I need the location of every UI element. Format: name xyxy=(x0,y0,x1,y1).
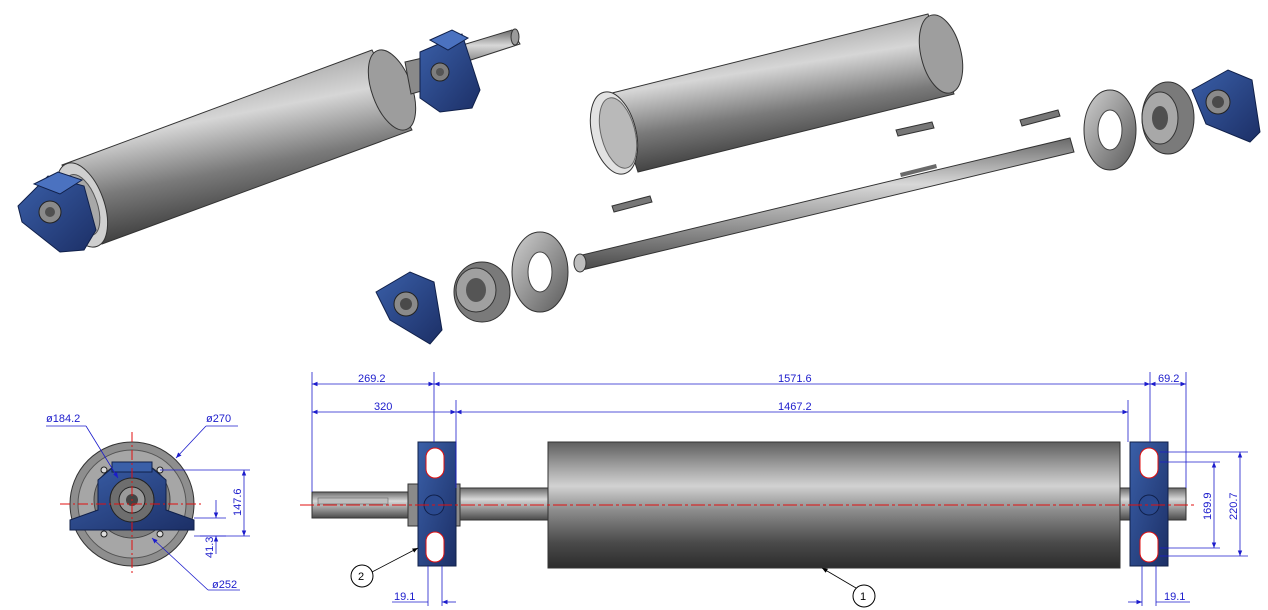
dim-face-width: 1467.2 xyxy=(778,401,812,413)
balloon-bearing: 2 xyxy=(350,547,419,588)
side-view: ø184.2 ø270 ø252 147.6 41.3 xyxy=(46,413,250,591)
bearing-housing-right-iso xyxy=(419,29,481,113)
dim-center-height: 147.6 xyxy=(232,488,244,516)
dim-hub-diameter: ø184.2 xyxy=(46,413,80,425)
dim-overall-left: 269.2 xyxy=(358,373,386,385)
dim-shaft-left: 320 xyxy=(374,401,392,413)
bearing-housing-right-exploded xyxy=(1191,69,1261,143)
dim-bearing-width-right: 19.1 xyxy=(1164,591,1185,603)
bearing-housing-left-front xyxy=(417,441,457,567)
dim-bolt-spacing: 169.9 xyxy=(1202,492,1214,520)
end-disc-left-exploded xyxy=(511,231,569,313)
assembled-pulley-isometric xyxy=(17,28,521,253)
dim-disc-diameter: ø270 xyxy=(206,413,231,425)
hub-left-exploded xyxy=(453,261,511,323)
balloon-shell-label: 1 xyxy=(860,591,866,603)
shaft-exploded xyxy=(573,137,1075,273)
bearing-housing-right-front xyxy=(1129,441,1169,567)
shell-tube-exploded xyxy=(589,13,964,175)
dim-base-height: 41.3 xyxy=(204,537,216,558)
dim-overall-right: 69.2 xyxy=(1158,373,1179,385)
balloon-shell: 1 xyxy=(821,567,876,608)
front-view: 269.2 1571.6 69.2 320 1467.2 19.1 19.1 1… xyxy=(300,372,1248,608)
exploded-view xyxy=(375,13,1261,345)
balloon-bearing-label: 2 xyxy=(358,571,364,583)
hub-right-exploded xyxy=(1141,81,1195,155)
dim-housing-length: 220.7 xyxy=(1228,492,1240,520)
dim-bearing-width-left: 19.1 xyxy=(394,591,415,603)
end-disc-right-exploded xyxy=(1083,89,1137,171)
bearing-housing-left-exploded xyxy=(375,271,443,345)
dim-shell-diameter: ø252 xyxy=(212,579,237,591)
dim-bearing-span: 1571.6 xyxy=(778,373,812,385)
shaft-keys xyxy=(611,109,1061,213)
bearing-housing-left-iso xyxy=(17,171,97,253)
